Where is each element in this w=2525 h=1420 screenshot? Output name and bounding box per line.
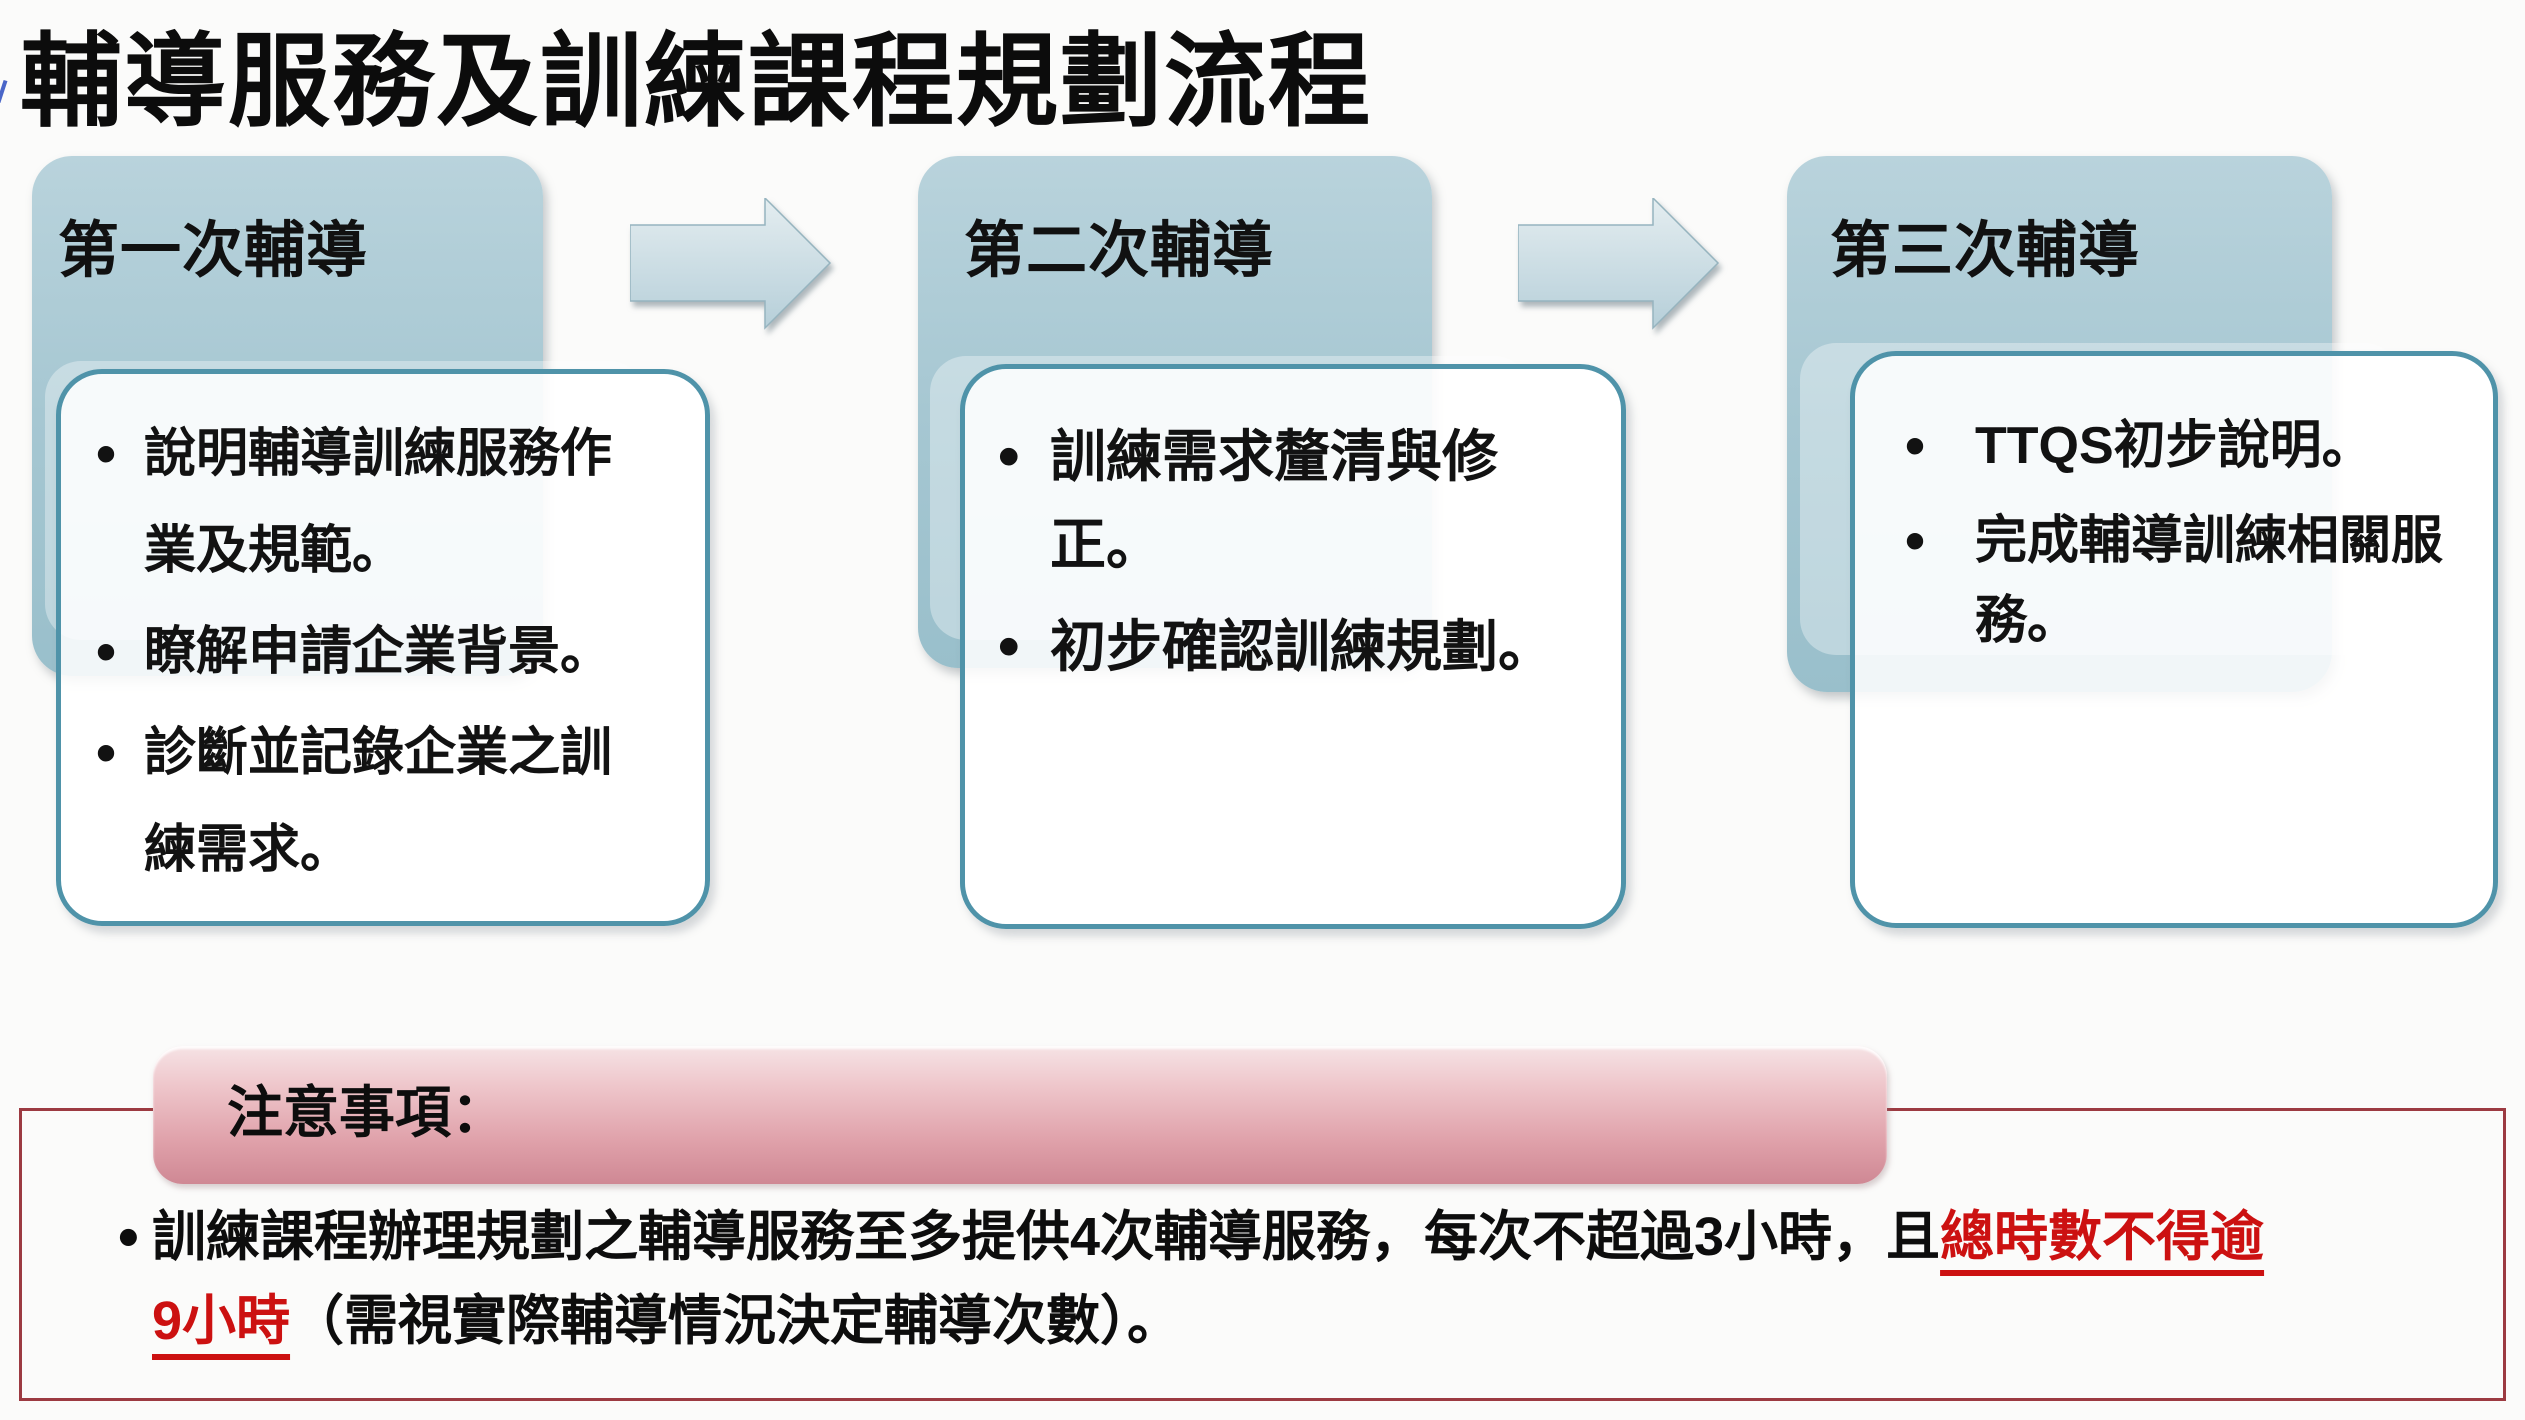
step1-bullet-list: 說明輔導訓練服務作業及規範。 瞭解申請企業背景。 診斷並記錄企業之訓練需求。 <box>96 406 614 899</box>
step3-bullet-list: TTQS初步說明。 完成輔導訓練相關服務。 <box>1905 406 2450 661</box>
list-item: 訓練課程辦理規劃之輔導服務至多提供4次輔導服務，每次不超過3小時，且總時數不得逾 <box>118 1195 2448 1279</box>
list-item: 診斷並記錄企業之訓練需求。 <box>96 705 614 899</box>
page-title: 輔導服務及訓練課程規劃流程 <box>20 25 1372 139</box>
list-item: 完成輔導訓練相關服務。 <box>1905 501 2450 661</box>
notes-header-label: 注意事項： <box>227 1081 507 1144</box>
notes-header-bar <box>153 1046 1887 1184</box>
edge-artifact-mark <box>0 79 8 104</box>
list-item: 瞭解申請企業背景。 <box>96 604 614 701</box>
right-arrow-icon <box>630 198 832 330</box>
step2-title: 第二次輔導 <box>964 216 1275 284</box>
notes-text-highlight: 9小時 <box>152 1291 291 1351</box>
step3-title: 第三次輔導 <box>1830 216 2141 284</box>
notes-text: 訓練課程辦理規劃之輔導服務至多提供4次輔導服務，每次不超過3小時，且 <box>152 1207 1941 1267</box>
notes-text: （需視實際輔導情況決定輔導次數）。 <box>290 1291 1182 1351</box>
notes-bullet-list: 訓練課程辦理規劃之輔導服務至多提供4次輔導服務，每次不超過3小時，且總時數不得逾… <box>118 1195 2448 1363</box>
step1-title: 第一次輔導 <box>58 216 369 284</box>
list-item: 訓練需求釐清與修正。 <box>998 413 1558 589</box>
right-arrow-icon <box>1518 198 1720 330</box>
step2-bullet-list: 訓練需求釐清與修正。 初步確認訓練規劃。 <box>998 413 1558 691</box>
notes-text-highlight: 總時數不得逾 <box>1940 1207 2265 1267</box>
list-item-continuation: 9小時（需視實際輔導情況決定輔導次數）。 <box>118 1279 2448 1363</box>
list-item: TTQS初步說明。 <box>1905 406 2450 486</box>
list-item: 說明輔導訓練服務作業及規範。 <box>96 406 614 600</box>
list-item: 初步確認訓練規劃。 <box>998 603 1558 691</box>
